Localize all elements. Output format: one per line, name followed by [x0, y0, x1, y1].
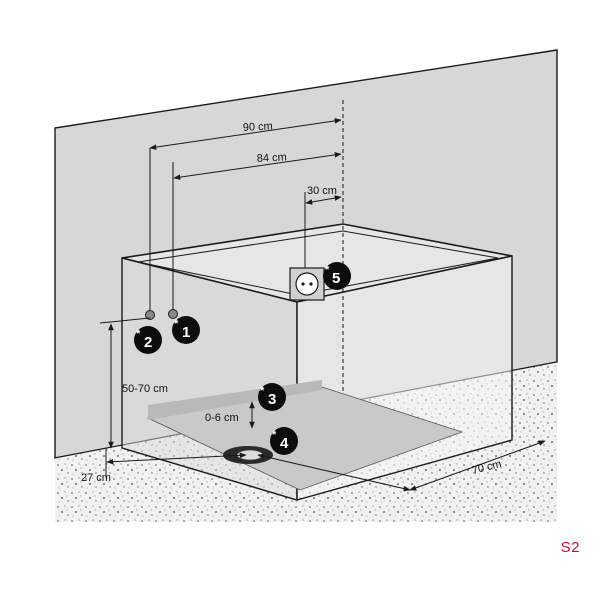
dim-70-line-b — [409, 440, 546, 491]
marker-5: * 5 — [323, 262, 351, 290]
marker-4-number: 4 — [280, 435, 289, 452]
socket-pin-left — [301, 282, 305, 286]
socket-pin-right — [309, 282, 313, 286]
marker-3: * 3 — [258, 383, 286, 411]
marker-3-star: * — [260, 385, 265, 397]
socket-face — [295, 272, 319, 296]
marker-3-number: 3 — [268, 391, 276, 408]
marker-1-star: * — [174, 318, 179, 330]
pipe-connector-2 — [145, 310, 155, 320]
marker-2-number: 2 — [144, 334, 152, 351]
dim-84-line — [173, 152, 342, 180]
dim-height-ref-top — [99, 317, 151, 324]
marker-5-star: * — [325, 264, 330, 276]
marker-4-star: * — [272, 429, 277, 441]
marker-1-number: 1 — [182, 324, 190, 341]
marker-4: * 4 — [270, 427, 298, 455]
page-code: S2 — [560, 539, 580, 556]
enclosure-rim-inner — [137, 230, 499, 296]
dim-tray-label: 0-6 cm — [205, 412, 239, 424]
dim-70-line — [257, 453, 411, 492]
dim-27-line — [106, 452, 247, 465]
pipe-connector-1 — [168, 309, 178, 319]
dim-90-label: 90 cm — [243, 120, 274, 134]
dim-84-label: 84 cm — [257, 151, 288, 165]
dim-30-label: 30 cm — [307, 185, 337, 197]
dim-90-line — [149, 118, 342, 150]
marker-2-star: * — [136, 328, 141, 340]
marker-5-number: 5 — [332, 270, 340, 287]
dim-27-label: 27 cm — [81, 472, 111, 484]
marker-2: * 2 — [134, 326, 162, 354]
marker-1: * 1 — [172, 316, 200, 344]
dim-height-label: 50-70 cm — [122, 383, 168, 395]
dim-30-line — [305, 195, 342, 205]
